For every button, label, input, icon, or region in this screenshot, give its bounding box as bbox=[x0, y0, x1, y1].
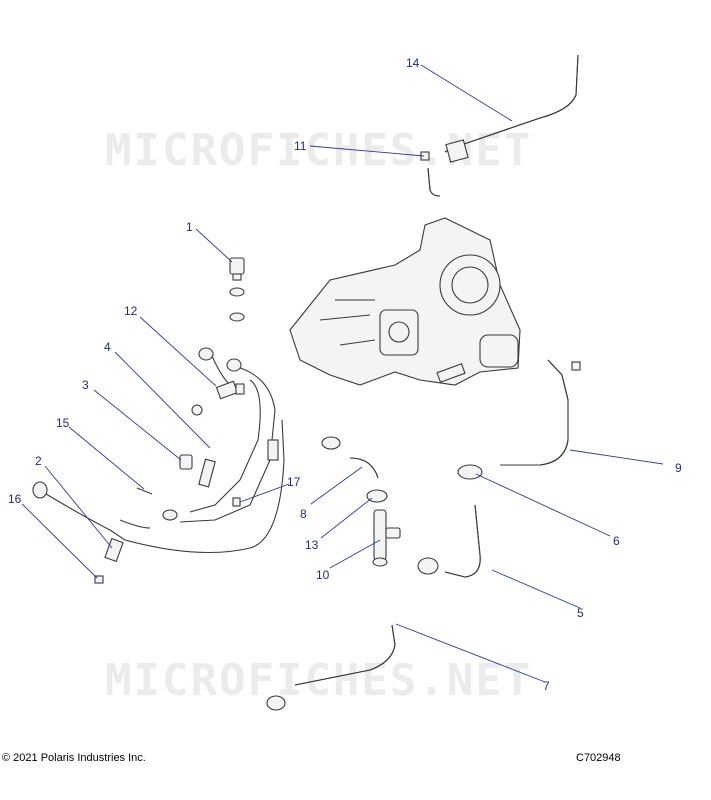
callout-2: 2 bbox=[35, 454, 42, 468]
part-9-hose bbox=[500, 359, 581, 466]
part-10-tee bbox=[372, 509, 439, 575]
part-12-oil-line bbox=[162, 347, 279, 523]
callout-10: 10 bbox=[316, 568, 330, 582]
watermark-top: MICROFICHES.NET bbox=[105, 125, 532, 176]
callout-1: 1 bbox=[186, 220, 193, 234]
callout-15: 15 bbox=[56, 416, 70, 430]
part-1-bolt bbox=[229, 257, 245, 322]
callout-8: 8 bbox=[300, 507, 307, 521]
callout-7: 7 bbox=[543, 679, 550, 693]
part-7-hose bbox=[266, 624, 396, 711]
part-14-hose bbox=[444, 54, 579, 163]
callout-9: 9 bbox=[675, 461, 682, 475]
callout-3: 3 bbox=[82, 378, 89, 392]
part-3-clip bbox=[179, 454, 193, 470]
turbocharger-assembly bbox=[289, 217, 521, 386]
part-17-fitting bbox=[232, 497, 241, 507]
part-2-return-line bbox=[32, 419, 285, 563]
callout-5: 5 bbox=[577, 606, 584, 620]
leader-lines bbox=[21, 64, 664, 683]
callout-labels: 1 2 3 4 5 6 7 8 9 10 11 12 13 14 15 16 1… bbox=[8, 56, 682, 693]
callout-4: 4 bbox=[104, 340, 111, 354]
callout-11: 11 bbox=[294, 139, 307, 153]
part-5-hose bbox=[444, 504, 481, 578]
figure-code: C702948 bbox=[576, 752, 621, 764]
part-6-clamp bbox=[457, 464, 483, 480]
part-16-fitting bbox=[94, 575, 104, 584]
callout-14: 14 bbox=[406, 56, 420, 70]
callout-16: 16 bbox=[8, 492, 22, 506]
callout-6: 6 bbox=[613, 534, 620, 548]
copyright-notice: © 2021 Polaris Industries Inc. bbox=[2, 752, 146, 764]
part-8-hose bbox=[321, 436, 379, 479]
part-15-pin bbox=[136, 487, 153, 495]
callout-13: 13 bbox=[305, 538, 319, 552]
part-13-clamp bbox=[366, 489, 388, 503]
callout-17: 17 bbox=[287, 475, 301, 489]
callout-12: 12 bbox=[124, 304, 138, 318]
